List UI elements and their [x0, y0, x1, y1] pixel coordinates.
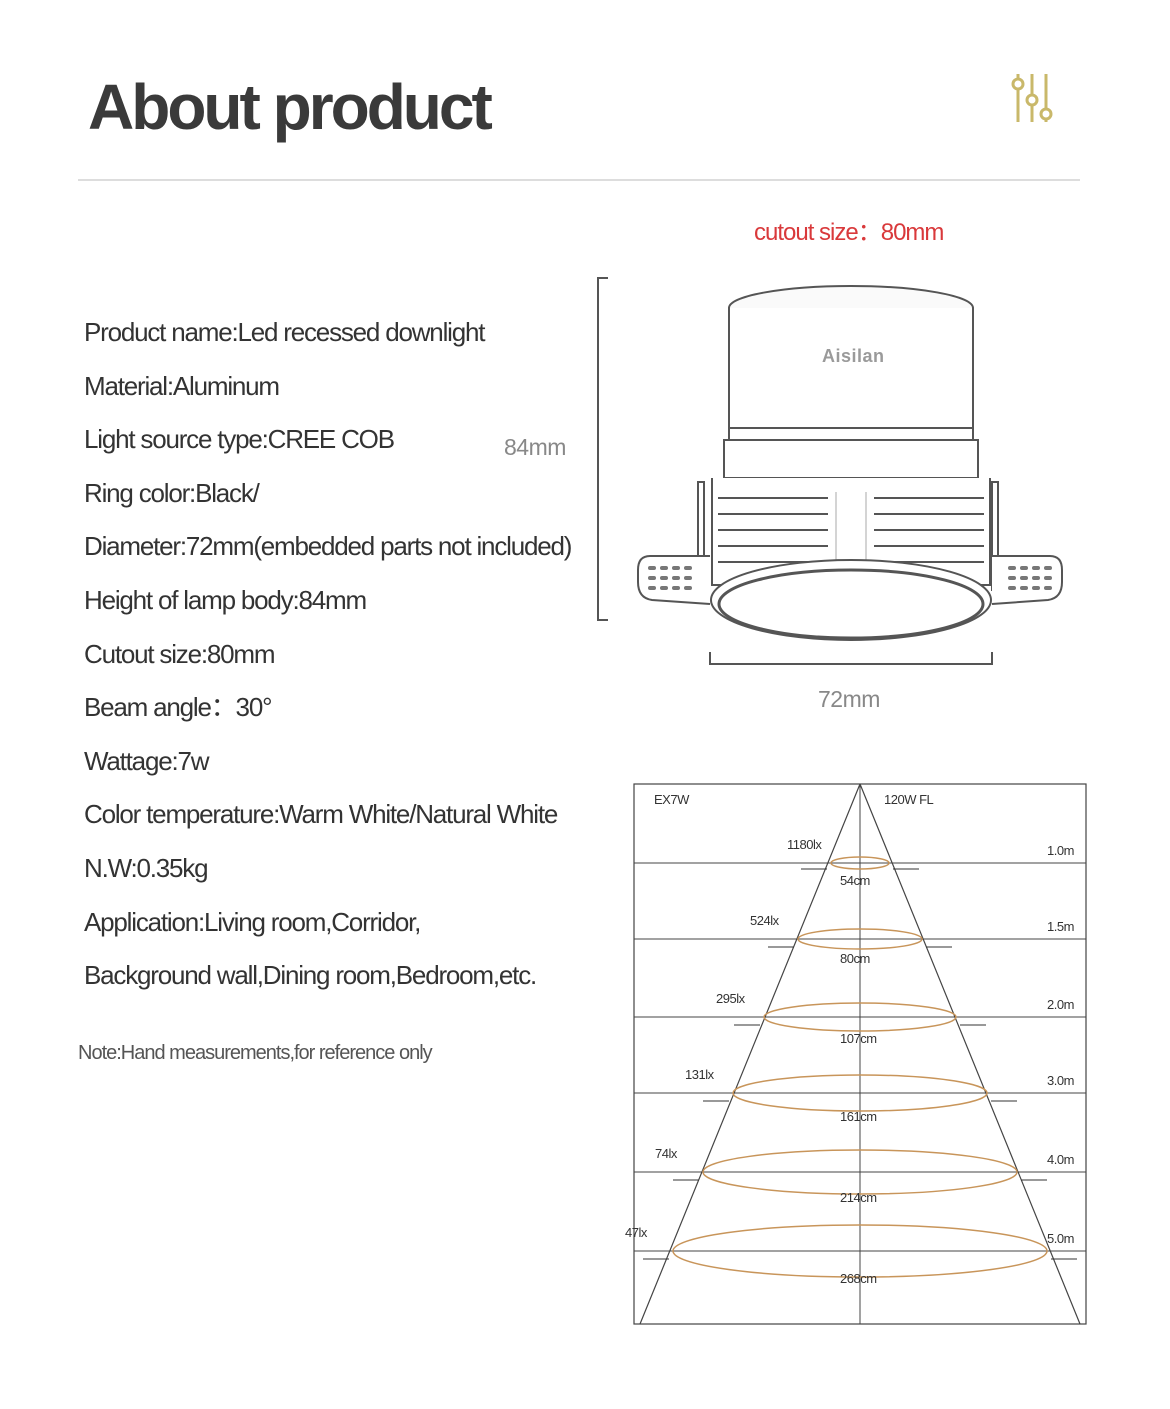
- reference-label: 120W FL: [884, 792, 934, 807]
- distance-label: 1.5m: [1047, 919, 1074, 934]
- spot-diameter-label: 161cm: [840, 1109, 877, 1124]
- beam-edge-left: [639, 783, 861, 1325]
- light-spot-ellipse: [797, 928, 923, 950]
- light-spot-ellipse: [732, 1074, 988, 1112]
- spot-diameter-label: 54cm: [840, 873, 870, 888]
- spec-material: Material:Aluminum: [84, 370, 280, 401]
- cutout-size-label: cutout size：80mm: [754, 219, 944, 246]
- illuminance-label: 1180lx: [787, 837, 822, 852]
- light-spot-ellipse: [830, 856, 890, 870]
- model-label: EX7W: [654, 792, 689, 807]
- distance-label: 2.0m: [1047, 997, 1074, 1012]
- spec-list: Product name:Led recessed downlight Mate…: [84, 308, 572, 1005]
- spot-diameter-label: 80cm: [840, 951, 870, 966]
- page-title: About product: [88, 71, 493, 143]
- measurement-note: Note:Hand measurements,for reference onl…: [78, 1042, 433, 1064]
- spec-product-name: Product name:Led recessed downlight: [84, 317, 485, 347]
- illuminance-label: 74lx: [655, 1146, 677, 1161]
- height-dimension-label: 84mm: [504, 434, 566, 460]
- width-dimension-label: 72mm: [818, 686, 880, 712]
- brand-logo-text: Aisilan: [822, 346, 885, 366]
- header-divider: [78, 179, 1080, 181]
- spot-diameter-label: 214cm: [840, 1190, 877, 1205]
- product-diagram: [597, 277, 1063, 665]
- spec-application: Application:Living room,Corridor,: [84, 906, 421, 937]
- light-spot-ellipse: [702, 1149, 1018, 1195]
- spec-diameter: Diameter:72mm(embedded parts not include…: [84, 531, 572, 562]
- illuminance-label: 131lx: [685, 1067, 714, 1082]
- spec-beam-angle: Beam angle：30°: [84, 692, 272, 723]
- spec-light-source: Light source type:CREE COB: [84, 424, 395, 455]
- distance-label: 4.0m: [1047, 1152, 1074, 1167]
- spec-application-cont: Background wall,Dining room,Bedroom,etc.: [84, 960, 537, 991]
- spec-wattage: Wattage:7w: [84, 745, 210, 776]
- spec-ring-color: Ring color:Black/: [84, 477, 260, 508]
- spec-cutout: Cutout size:80mm: [84, 638, 276, 669]
- sliders-icon: [1011, 74, 1053, 122]
- illuminance-label: 295lx: [716, 991, 745, 1006]
- spot-diameter-label: 268cm: [840, 1271, 877, 1286]
- light-spot-ellipse: [672, 1224, 1048, 1278]
- beam-edge-right: [859, 783, 1081, 1325]
- distance-label: 3.0m: [1047, 1073, 1074, 1088]
- distance-label: 1.0m: [1047, 843, 1074, 858]
- illuminance-label: 524lx: [750, 913, 779, 928]
- light-spot-ellipse: [763, 1002, 957, 1032]
- distance-label: 5.0m: [1047, 1231, 1074, 1246]
- illuminance-label: 47lx: [625, 1225, 647, 1240]
- beam-angle-chart: [633, 783, 1087, 1325]
- spec-height: Height of lamp body:84mm: [84, 584, 367, 615]
- spot-diameter-label: 107cm: [840, 1031, 877, 1046]
- spec-net-weight: N.W:0.35kg: [84, 852, 209, 883]
- spec-color-temperature: Color temperature:Warm White/Natural Whi…: [84, 799, 558, 830]
